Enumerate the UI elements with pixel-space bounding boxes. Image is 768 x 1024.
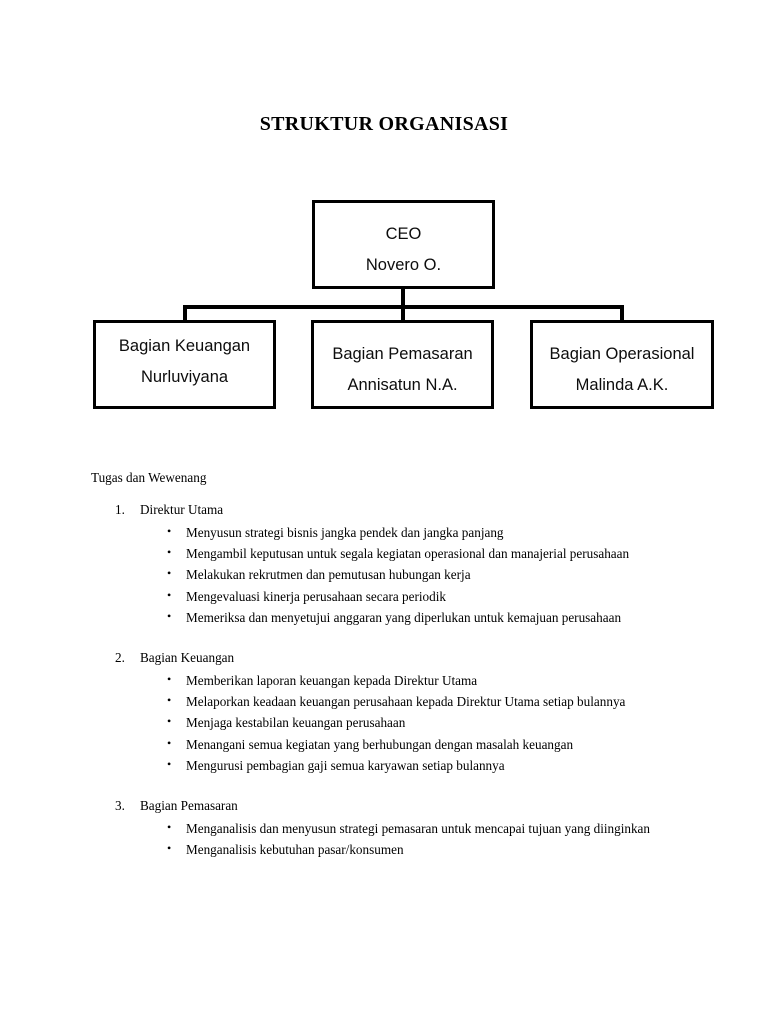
section-spacer	[0, 777, 768, 796]
section-number: 1.	[115, 502, 125, 518]
section-number: 2.	[115, 650, 125, 666]
org-node-operasional-name: Malinda A.K.	[575, 375, 669, 394]
section-title: Bagian Keuangan	[140, 650, 235, 666]
org-node-pemasaran: Bagian Pemasaran Annisatun N.A.	[311, 320, 494, 409]
org-node-keuangan-role: Bagian Keuangan	[118, 337, 251, 355]
bullet-list-direktur-utama: Menyusun strategi bisnis jangka pendek d…	[0, 522, 768, 629]
connector-horizontal-bar	[183, 305, 624, 309]
list-item: Mengurusi pembagian gaji semua karyawan …	[0, 755, 768, 776]
org-node-operasional: Bagian Operasional Malinda A.K.	[530, 320, 714, 409]
list-item: Mengambil keputusan untuk segala kegiata…	[0, 543, 768, 564]
list-item: Memberikan laporan keuangan kepada Direk…	[0, 670, 768, 691]
list-item: Mengevaluasi kinerja perusahaan secara p…	[0, 586, 768, 607]
list-item: Menyusun strategi bisnis jangka pendek d…	[0, 522, 768, 543]
section-title: Bagian Pemasaran	[140, 798, 238, 814]
body-heading: Tugas dan Wewenang	[91, 470, 207, 485]
org-node-ceo: CEO Novero O.	[312, 200, 495, 289]
org-node-ceo-name: Novero O.	[365, 255, 442, 274]
org-node-pemasaran-role: Bagian Pemasaran	[332, 345, 473, 363]
org-node-keuangan: Bagian Keuangan Nurluviyana	[93, 320, 276, 409]
org-node-ceo-role: CEO	[385, 225, 422, 243]
section-number: 3.	[115, 798, 125, 814]
page-title: STRUKTUR ORGANISASI	[259, 113, 509, 135]
list-item: 1. Direktur Utama	[0, 500, 768, 520]
list-item: Menganalisis dan menyusun strategi pemas…	[0, 818, 768, 839]
list-item: Melakukan rekrutmen dan pemutusan hubung…	[0, 564, 768, 585]
list-item: Menjaga kestabilan keuangan perusahaan	[0, 712, 768, 733]
list-item: Menganalisis kebutuhan pasar/konsumen	[0, 839, 768, 860]
org-node-pemasaran-name: Annisatun N.A.	[347, 375, 458, 394]
list-item: 2. Bagian Keuangan	[0, 648, 768, 668]
list-item: Menangani semua kegiatan yang berhubunga…	[0, 734, 768, 755]
org-chart: CEO Novero O. Bagian Keuangan Nurluviyan…	[0, 0, 768, 430]
bullet-list-bagian-pemasaran: Menganalisis dan menyusun strategi pemas…	[0, 818, 768, 861]
section-title: Direktur Utama	[140, 502, 224, 518]
connector-drop-left	[183, 305, 187, 322]
org-node-keuangan-name: Nurluviyana	[140, 367, 229, 386]
list-item: Melaporkan keadaan keuangan perusahaan k…	[0, 691, 768, 712]
org-node-operasional-role: Bagian Operasional	[549, 345, 695, 363]
body-content: Tugas dan Wewenang 1. Direktur Utama Men…	[0, 468, 768, 861]
list-item: 3. Bagian Pemasaran	[0, 796, 768, 816]
bullet-list-bagian-keuangan: Memberikan laporan keuangan kepada Direk…	[0, 670, 768, 777]
section-spacer	[0, 629, 768, 648]
list-item: Memeriksa dan menyetujui anggaran yang d…	[0, 607, 768, 628]
connector-drop-right	[620, 305, 624, 322]
